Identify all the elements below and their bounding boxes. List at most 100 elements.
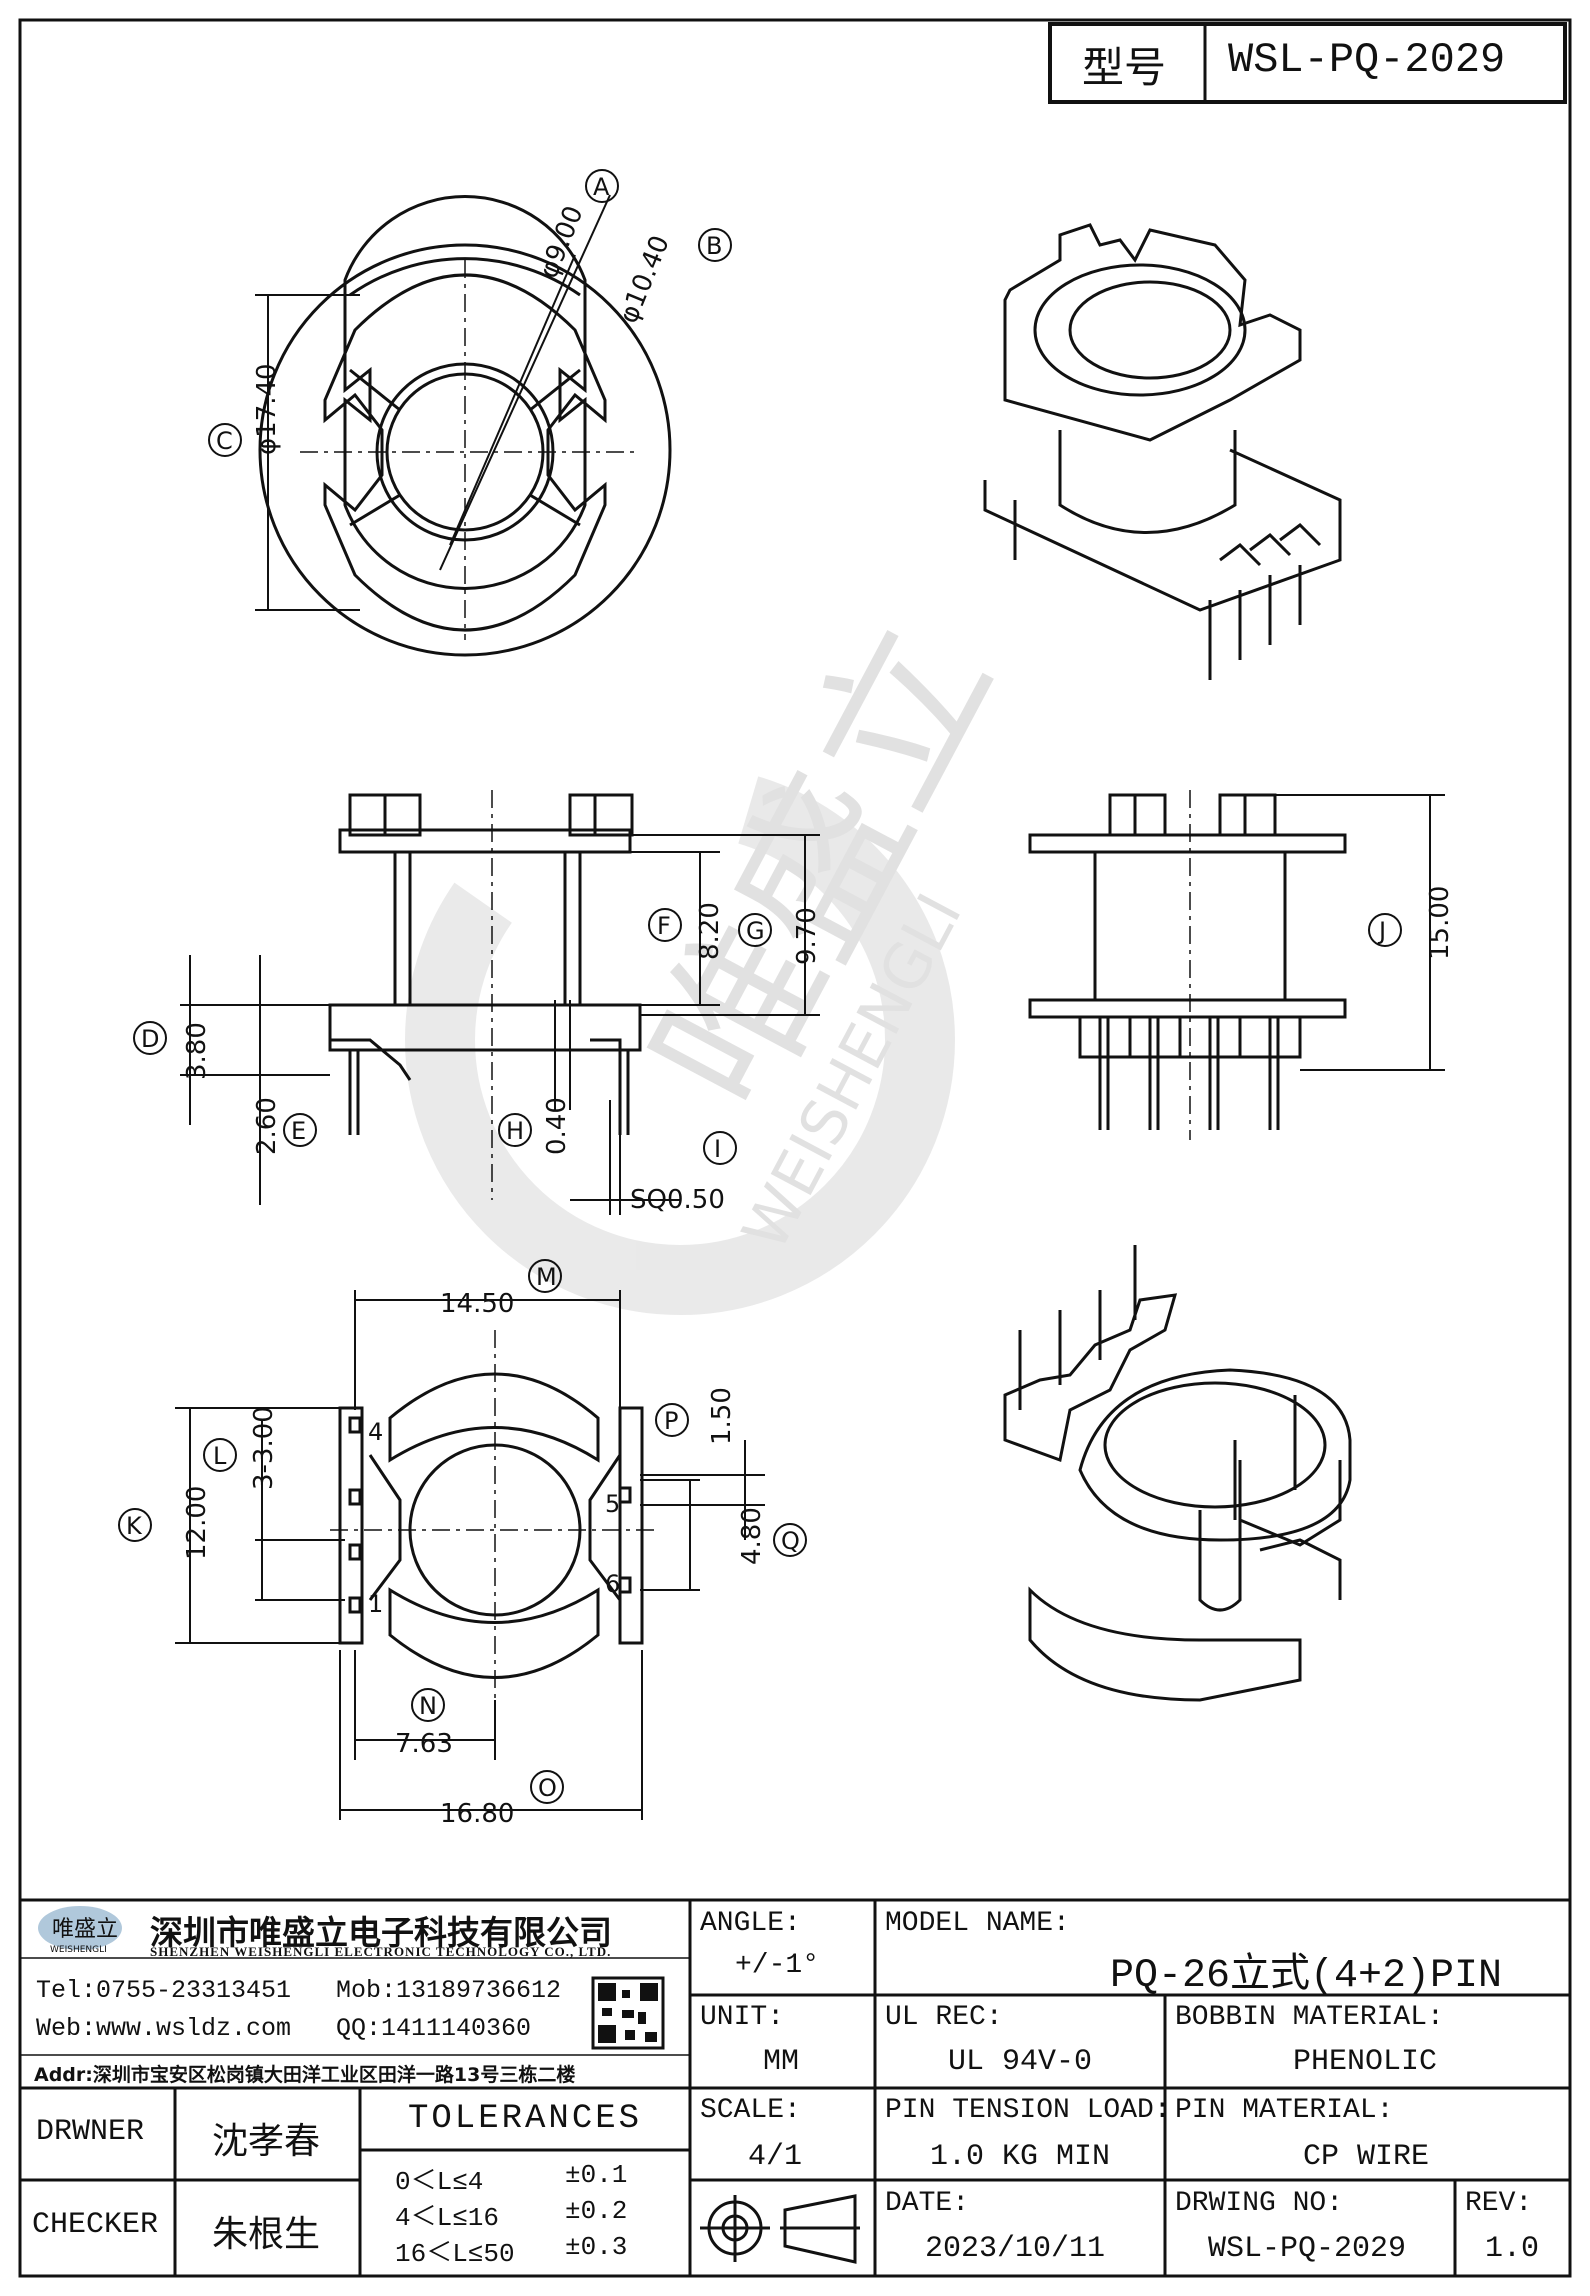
watermark: 唯盛立 WEISHENGLI — [405, 594, 1029, 1315]
type-label: 型号 — [1082, 43, 1167, 92]
tag-b-circle — [698, 228, 732, 262]
tag-a-circle — [585, 169, 619, 203]
tag-q: Q — [781, 1527, 800, 1555]
date-value: 2023/10/11 — [925, 2232, 1106, 2266]
checker-value: 朱根生 — [212, 2214, 321, 2255]
pin-label-6: 6 — [605, 1570, 620, 1598]
scale-label: SCALE: — [700, 2095, 801, 2126]
drwing-no-value: WSL-PQ-2029 — [1208, 2232, 1407, 2266]
top-view — [255, 194, 672, 657]
pin-label-5: 5 — [605, 1490, 620, 1518]
dim-k-text: 12.00 — [182, 1486, 212, 1560]
web: Web:www.wsldz.com — [36, 2014, 292, 2043]
dim-h-text: 0.40 — [542, 1097, 572, 1155]
pin-material-label: PIN MATERIAL: — [1175, 2095, 1394, 2126]
tag-k: K — [126, 1512, 143, 1540]
tolerance-value-2: ±0.2 — [565, 2196, 628, 2226]
tag-b: B — [706, 232, 722, 260]
side-view-dims — [180, 834, 820, 1215]
tolerance-value-1: ±0.1 — [565, 2160, 628, 2190]
rev-value: 1.0 — [1485, 2232, 1540, 2266]
drwing-no-label: DRWING NO: — [1175, 2188, 1344, 2219]
pin-tension-label: PIN TENSION LOAD: — [885, 2095, 1171, 2126]
model-name-label: MODEL NAME: — [885, 1908, 1070, 1939]
tag-g: G — [746, 917, 765, 945]
tag-l: L — [213, 1442, 227, 1470]
dim-c-text: φ17.40 — [252, 363, 282, 455]
front-view — [1028, 790, 1347, 1140]
mob: Mob:13189736612 — [336, 1976, 562, 2005]
top-view-outline — [323, 273, 607, 632]
unit-label: UNIT: — [700, 2002, 785, 2033]
logo-text: 唯盛立 — [52, 1917, 118, 1942]
dim-p-text: 1.50 — [707, 1387, 737, 1445]
tolerance-range-2: 4＜L≤16 — [395, 2203, 500, 2233]
dim-f-text: 8.20 — [695, 902, 725, 960]
company-name-cn: 深圳市唯盛立电子科技有限公司 — [150, 1913, 612, 1952]
header-box — [1048, 22, 1567, 104]
tag-e: E — [291, 1117, 306, 1145]
scale-value: 4/1 — [748, 2140, 803, 2174]
unit-value: MM — [763, 2045, 800, 2079]
dim-e-text: 2.60 — [252, 1097, 282, 1155]
model-name-value: PQ-26立式(4+2)PIN — [1110, 1954, 1503, 1999]
drwner-value: 沈孝春 — [212, 2121, 321, 2162]
address: Addr:深圳市宝安区松岗镇大田洋工业区田洋一路13号三栋二楼 — [34, 2064, 576, 2086]
tag-f: F — [657, 912, 671, 940]
tel: Tel:0755-23313451 — [36, 1976, 292, 2005]
qq: QQ:1411140360 — [336, 2014, 532, 2043]
tolerances-label: TOLERANCES — [408, 2100, 643, 2138]
dim-b-text: φ10.40 — [614, 231, 676, 327]
projection-symbol — [700, 2194, 860, 2264]
tag-h: H — [506, 1117, 524, 1145]
dim-g-text: 9.70 — [792, 907, 822, 965]
dim-d-text: 3.80 — [182, 1022, 212, 1080]
rev-label: REV: — [1465, 2188, 1533, 2219]
tolerance-value-3: ±0.3 — [565, 2232, 628, 2262]
checker-label: CHECKER — [32, 2208, 159, 2242]
pin-tension-value: 1.0 KG MIN — [930, 2140, 1111, 2174]
bottom-view — [330, 1330, 660, 1730]
tag-p: P — [664, 1407, 678, 1435]
dim-j-text: 15.00 — [1425, 886, 1455, 960]
qr-code — [591, 1976, 665, 2050]
pin-material-value: CP WIRE — [1303, 2140, 1430, 2174]
dim-n-text: 7.63 — [395, 1729, 453, 1759]
pin-label-4: 4 — [368, 1418, 383, 1446]
top-flange-outline — [343, 195, 587, 590]
tag-o: O — [538, 1774, 557, 1802]
angle-value: +/-1° — [735, 1950, 820, 1981]
tag-c: C — [216, 427, 233, 455]
dim-o-text: 16.80 — [440, 1799, 514, 1829]
tag-a: A — [593, 173, 610, 201]
date-label: DATE: — [885, 2188, 970, 2219]
drwner-label: DRWNER — [36, 2115, 145, 2149]
tag-d: D — [141, 1025, 159, 1053]
isometric-view-bottom — [1003, 1245, 1352, 1702]
tag-i: I — [714, 1135, 721, 1163]
company-name-en: SHENZHEN WEISHENGLI ELECTRONIC TECHNOLOG… — [150, 1944, 612, 1959]
tolerance-range-1: 0＜L≤4 — [395, 2167, 484, 2197]
ul-rec-label: UL REC: — [885, 2002, 1003, 2033]
company-logo: 唯盛立 WEISHENGLI — [38, 1906, 122, 1955]
bobbin-material-value: PHENOLIC — [1293, 2045, 1438, 2079]
isometric-view-top — [983, 223, 1342, 680]
logo-sub: WEISHENGLI — [50, 1945, 107, 1955]
model-number: WSL-PQ-2029 — [1228, 36, 1506, 84]
ul-rec-value: UL 94V-0 — [948, 2045, 1093, 2079]
dim-i-text: SQ0.50 — [630, 1185, 725, 1215]
tag-c-circle — [208, 423, 242, 457]
tolerance-range-3: 16＜L≤50 — [395, 2239, 515, 2269]
title-block-lines — [20, 1898, 1570, 2276]
pin-label-1: 1 — [368, 1590, 383, 1618]
side-view — [328, 790, 642, 1200]
tag-j: J — [1377, 917, 1386, 945]
tag-n: N — [419, 1692, 437, 1720]
bottom-view-dims — [175, 1290, 765, 1820]
dim-m-text: 14.50 — [440, 1289, 514, 1319]
dim-q-text: 4.80 — [737, 1507, 767, 1565]
bobbin-material-label: BOBBIN MATERIAL: — [1175, 2002, 1444, 2033]
tag-m: M — [536, 1263, 557, 1291]
